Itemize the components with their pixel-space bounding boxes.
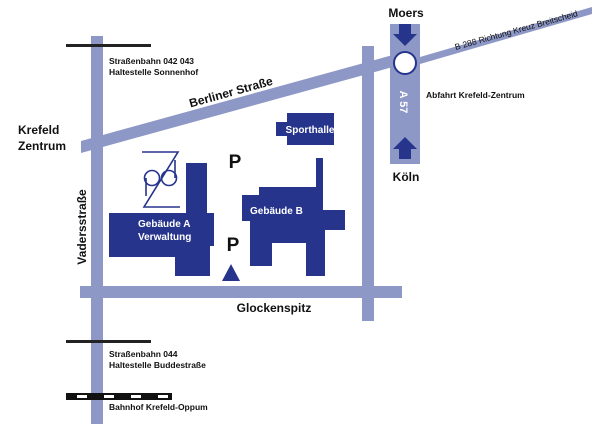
interchange-circle-icon <box>393 51 417 75</box>
glockenspitz-label: Glockenspitz <box>237 301 312 315</box>
a57-label: A 57 <box>397 91 409 114</box>
tram-bottom-line1: Straßenbahn 044 <box>109 349 178 359</box>
tram-top-line2: Haltestelle Sonnenhof <box>109 67 198 77</box>
moers-label: Moers <box>388 6 424 20</box>
berliner-strasse-road <box>81 53 400 153</box>
glockenspitz-road <box>80 286 402 298</box>
parking-sign-1: P <box>229 152 242 173</box>
tram-stop-bottom-marker <box>66 340 151 343</box>
train-station-label: Bahnhof Krefeld-Oppum <box>109 402 208 412</box>
krefeld-zentrum-label-line2: Zentrum <box>18 139 66 153</box>
gebaeude-b-label: Gebäude B <box>250 206 303 217</box>
hs-niederrhein-logo-icon <box>142 151 180 208</box>
buildings <box>109 113 345 276</box>
abfahrt-label: Abfahrt Krefeld-Zentrum <box>426 90 525 100</box>
parking-sign-2: P <box>227 235 240 256</box>
tram-bottom-line2: Haltestelle Buddestraße <box>109 360 206 370</box>
b288-label: B 288 Richtung Kreuz Breitscheid <box>454 8 579 52</box>
gebaeude-a-building <box>109 163 214 276</box>
tram-stop-top-marker <box>66 44 151 47</box>
vadersstrasse-label: Vadersstraße <box>75 189 89 265</box>
side-road <box>362 46 374 321</box>
train-station-marker <box>66 393 172 400</box>
vadersstrasse-road <box>91 36 103 424</box>
sporthalle-building <box>276 113 334 145</box>
gebaeude-a-label-line2: Verwaltung <box>138 232 191 243</box>
gebaeude-b-building <box>242 158 345 276</box>
roads <box>80 7 592 424</box>
b288-road <box>420 7 592 64</box>
entrance-triangle-icon <box>222 264 240 281</box>
koeln-label: Köln <box>393 170 420 184</box>
tram-top-line1: Straßenbahn 042 043 <box>109 56 194 66</box>
arrow-down-icon <box>393 24 417 46</box>
krefeld-zentrum-label-line1: Krefeld <box>18 123 59 137</box>
sporthalle-label: Sporthalle <box>286 125 335 136</box>
gebaeude-a-label-line1: Gebäude A <box>138 219 190 230</box>
arrow-up-icon <box>393 137 417 159</box>
